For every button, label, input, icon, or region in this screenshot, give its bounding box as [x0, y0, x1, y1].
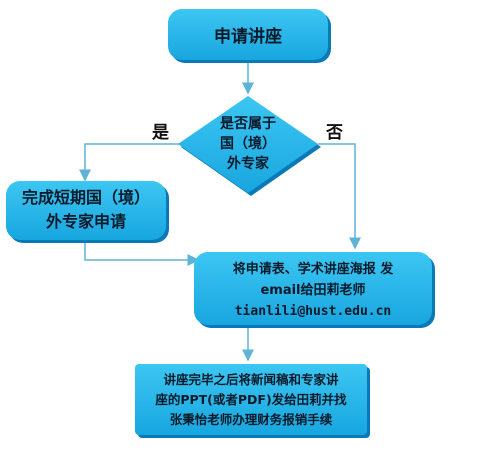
apply-label: 完成短期国（境） 外专家申请 — [21, 188, 150, 231]
arrow-decision-no — [318, 143, 361, 250]
start-label: 申请讲座 — [214, 27, 282, 47]
arrow-decision-yes — [79, 143, 180, 182]
arrow-apply-to-send — [84, 240, 200, 266]
node-send — [194, 252, 435, 328]
finish-label: 讲座完毕之后将新闻稿和专家讲 座的PPT(或者PDF)发给田莉并找 张秉怡老师办… — [155, 372, 347, 427]
node-decision — [178, 96, 321, 196]
node-start — [168, 9, 331, 63]
no-label: 否 — [326, 123, 343, 143]
send-label: 将申请表、学术讲座海报 发 email给田莉老师 tianlili@hust.e… — [232, 262, 394, 319]
node-finish — [135, 364, 370, 438]
node-apply — [6, 181, 169, 243]
decision-label: 是否属于 国（境） 外专家 — [220, 116, 276, 172]
connectors — [79, 60, 361, 362]
yes-label: 是 — [152, 123, 169, 143]
